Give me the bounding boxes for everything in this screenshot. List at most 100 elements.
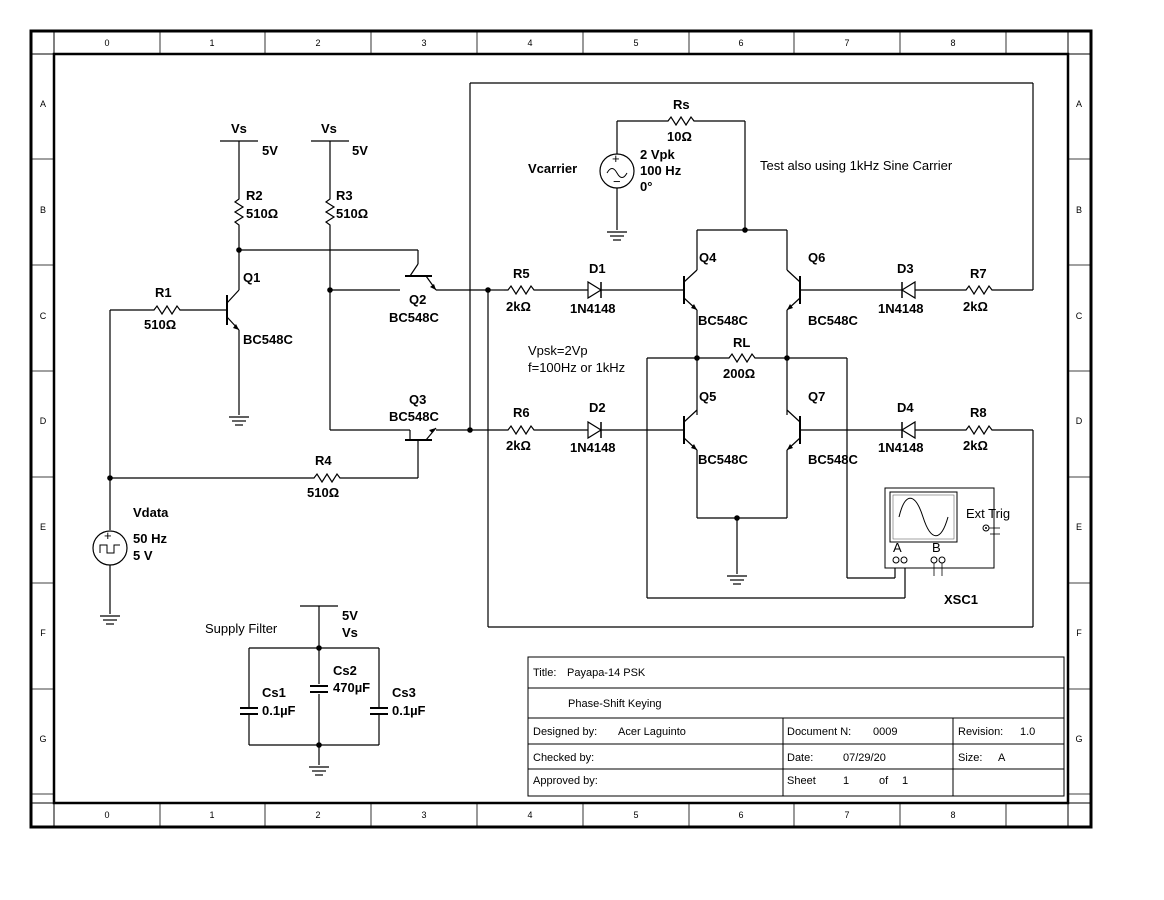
rs-ref: Rs (673, 97, 690, 112)
row-label: A (1076, 99, 1082, 109)
title-label: Title: (533, 667, 556, 679)
of-value: 1 (902, 775, 908, 787)
col-label: 5 (633, 38, 638, 48)
col-label: 7 (844, 38, 849, 48)
row-label: A (40, 99, 46, 109)
d2-ref: D2 (589, 400, 606, 415)
plus-sign: + (104, 528, 112, 543)
vs-supply-2: Vs 5V (311, 121, 368, 195)
revision-value: 1.0 (1020, 726, 1035, 738)
subtitle-value: Phase-Shift Keying (568, 698, 662, 710)
col-label: 0 (104, 38, 109, 48)
cs2-value: 470µF (333, 680, 370, 695)
row-label: C (40, 311, 47, 321)
rl-value: 200Ω (723, 366, 755, 381)
col-label: 4 (527, 810, 532, 820)
diode-d2: D2 1N4148 (538, 400, 684, 455)
r5-ref: R5 (513, 266, 530, 281)
vs-supply-1: Vs 5V (220, 121, 278, 195)
cs1-ref: Cs1 (262, 685, 286, 700)
sheet-label: Sheet (787, 775, 816, 787)
q3-ref: Q3 (409, 392, 426, 407)
r8-ref: R8 (970, 405, 987, 420)
ground-symbol (100, 615, 120, 625)
diode-d4: D4 1N4148 (800, 400, 962, 455)
q7-value: BC548C (808, 452, 858, 467)
cs3-ref: Cs3 (392, 685, 416, 700)
col-label: 2 (315, 38, 320, 48)
cs3-value: 0.1µF (392, 703, 426, 718)
q2-value: BC548C (389, 310, 439, 325)
col-label: 0 (104, 810, 109, 820)
vs-value: 5V (262, 143, 278, 158)
ground-symbol (727, 575, 747, 585)
col-label: 8 (950, 38, 955, 48)
row-label: B (1076, 205, 1082, 215)
title-block: Title: Payapa-14 PSK Phase-Shift Keying … (527, 656, 1065, 797)
row-label: E (1076, 522, 1082, 532)
transistor-q3: Q3 BC548C (389, 392, 470, 478)
oscilloscope-xsc1: Ext Trig A B XSC1 (884, 487, 1010, 607)
q5-ref: Q5 (699, 389, 716, 404)
col-label: 6 (738, 38, 743, 48)
d2-value: 1N4148 (570, 440, 616, 455)
row-label: D (40, 416, 47, 426)
r2-value: 510Ω (246, 206, 278, 221)
q1-value: BC548C (243, 332, 293, 347)
resistor-r5: R5 2kΩ (488, 266, 538, 314)
row-label: F (40, 628, 46, 638)
col-label: 7 (844, 810, 849, 820)
minus-sign: − (613, 174, 621, 189)
date-label: Date: (787, 752, 813, 764)
xsc1-ref: XSC1 (944, 592, 978, 607)
row-label: D (1076, 416, 1083, 426)
diode-d3: D3 1N4148 (800, 261, 962, 316)
vs-label: Vs (231, 121, 247, 136)
vpsk-note: Vpsk=2Vp (528, 343, 588, 358)
cs2-ref: Cs2 (333, 663, 357, 678)
channel-b-label: B (932, 540, 941, 555)
resistor-r3: R3 510Ω (324, 188, 368, 230)
resistor-r7: R7 2kΩ (962, 266, 1033, 314)
resistor-rs: Rs 10Ω (617, 97, 746, 230)
d4-ref: D4 (897, 400, 914, 415)
sheet-border: 0 1 2 3 4 5 6 7 8 0 1 2 3 4 5 6 7 8 A B … (29, 29, 1093, 829)
d3-value: 1N4148 (878, 301, 924, 316)
of-label: of (879, 775, 889, 787)
r8-value: 2kΩ (963, 438, 988, 453)
revision-label: Revision: (958, 726, 1003, 738)
resistor-rl: RL 200Ω (647, 335, 847, 381)
designed-label: Designed by: (533, 726, 597, 738)
vdata-amp: 5 V (133, 548, 153, 563)
designed-value: Acer Laguinto (618, 726, 686, 738)
resistor-r8: R8 2kΩ (962, 405, 1033, 453)
vs-label: Vs (321, 121, 337, 136)
vdata-ref: Vdata (133, 505, 169, 520)
vcarrier-source: + − Vcarrier 2 Vpk 100 Hz 0° (528, 121, 682, 230)
document-value: 0009 (873, 726, 897, 738)
d1-ref: D1 (589, 261, 606, 276)
diode-d1: D1 1N4148 (538, 261, 684, 316)
col-label: 6 (738, 810, 743, 820)
plus-sign: + (612, 151, 620, 166)
r3-ref: R3 (336, 188, 353, 203)
row-label: C (1076, 311, 1083, 321)
resistor-r1: R1 510Ω (110, 285, 227, 332)
cs1-value: 0.1µF (262, 703, 296, 718)
supply-filter: 5V Vs Supply Filter Cs1 0.1µF Cs2 470µF … (205, 605, 426, 765)
title-value: Payapa-14 PSK (567, 667, 646, 679)
row-label: E (40, 522, 46, 532)
vs-label: Vs (342, 625, 358, 640)
vcarrier-ref: Vcarrier (528, 161, 577, 176)
d4-value: 1N4148 (878, 440, 924, 455)
col-label: 3 (421, 810, 426, 820)
vcarrier-freq: 100 Hz (640, 163, 682, 178)
row-label: F (1076, 628, 1082, 638)
q3-value: BC548C (389, 409, 439, 424)
channel-a-label: A (893, 540, 902, 555)
q4-value: BC548C (698, 313, 748, 328)
resistor-r4: R4 510Ω (110, 453, 418, 500)
resistor-r6: R6 2kΩ (470, 405, 538, 453)
col-label: 2 (315, 810, 320, 820)
